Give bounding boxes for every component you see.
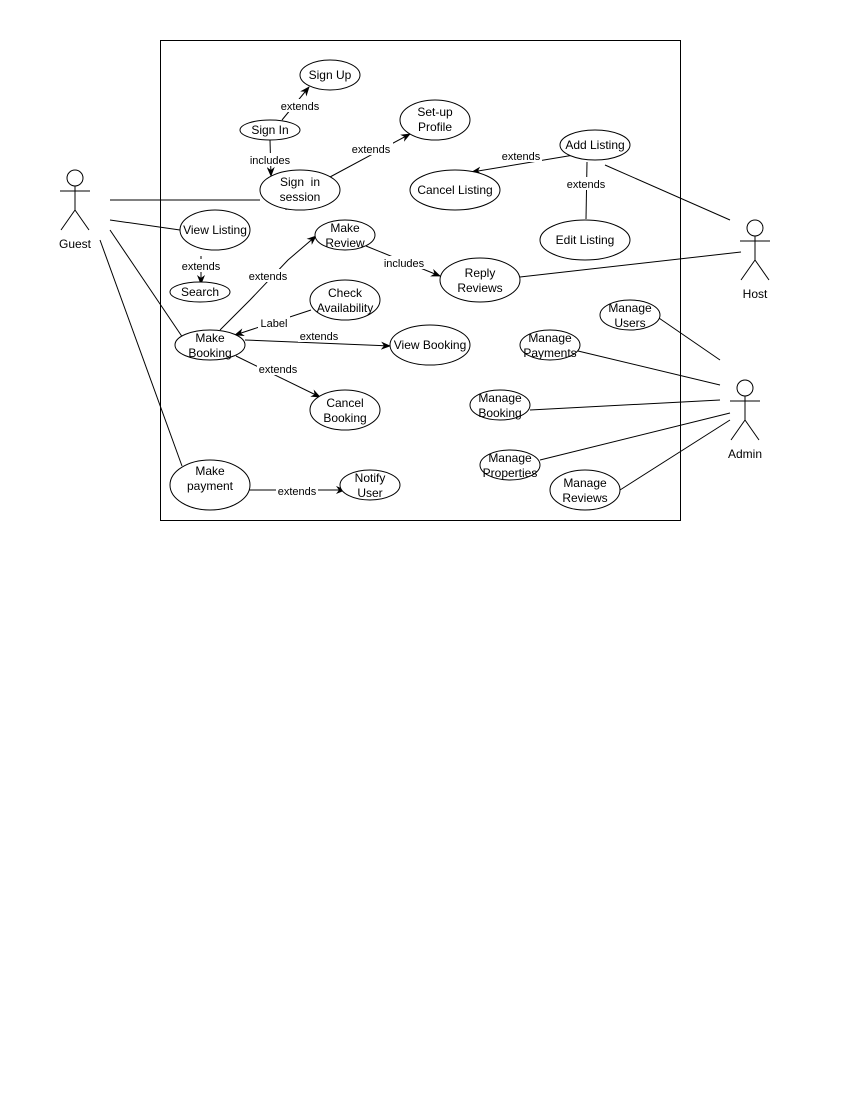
assoc-admin-manage-reviews bbox=[619, 419, 731, 491]
use-case-edit-listing: Edit Listing bbox=[539, 219, 631, 261]
use-case-manage-payments-line1: Manage bbox=[528, 331, 572, 345]
use-case-manage-users: Manage Users bbox=[599, 299, 661, 331]
use-case-setup-profile-line1: Set-up bbox=[417, 105, 453, 119]
use-case-notify-user: Notify User bbox=[339, 469, 401, 501]
assoc-guest-make-booking bbox=[109, 229, 184, 339]
use-cases: Sign Up Sign In Sign in session Set-up P… bbox=[169, 59, 661, 511]
use-case-sign-up: Sign Up bbox=[299, 59, 361, 91]
use-case-reply-reviews-line2: Reviews bbox=[457, 281, 502, 295]
use-case-make-payment: Make payment bbox=[169, 459, 251, 511]
use-case-manage-reviews: Manage Reviews bbox=[549, 469, 621, 511]
assoc-host-add-listing bbox=[604, 164, 731, 221]
use-case-view-listing: View Listing bbox=[179, 209, 251, 251]
actor-host-label: Host bbox=[743, 287, 768, 301]
label-add-edit-listing: extends bbox=[567, 179, 606, 191]
use-case-cancel-booking: Cancel Booking bbox=[309, 389, 381, 431]
rel-session-profile bbox=[329, 133, 411, 178]
use-case-make-payment-line2: payment bbox=[187, 479, 234, 493]
use-case-manage-properties-line2: Properties bbox=[483, 466, 538, 480]
use-case-view-booking: View Booking bbox=[389, 324, 471, 366]
use-case-manage-properties-line1: Manage bbox=[488, 451, 532, 465]
use-case-sign-in-label: Sign In bbox=[251, 123, 288, 137]
use-case-view-booking-label: View Booking bbox=[394, 338, 467, 352]
use-case-add-listing-label: Add Listing bbox=[565, 138, 624, 152]
use-case-manage-properties: Manage Properties bbox=[479, 449, 541, 481]
rel-booking-cancel bbox=[235, 355, 321, 398]
relationships bbox=[197, 86, 588, 494]
use-case-make-booking: Make Booking bbox=[174, 329, 246, 361]
actor-guest: Guest bbox=[59, 169, 92, 251]
use-case-make-review: Make Review bbox=[314, 219, 376, 251]
use-case-sign-in-session: Sign in session bbox=[259, 169, 341, 211]
rel-booking-review bbox=[219, 235, 317, 331]
use-case-manage-booking-line1: Manage bbox=[478, 391, 522, 405]
label-add-cancel-listing: extends bbox=[502, 151, 541, 163]
use-case-reply-reviews: Reply Reviews bbox=[439, 257, 521, 303]
use-case-edit-listing-label: Edit Listing bbox=[556, 233, 615, 247]
use-case-manage-reviews-line1: Manage bbox=[563, 476, 607, 490]
use-case-view-listing-label: View Listing bbox=[183, 223, 247, 237]
relationship-labels: extends includes extends extends extends… bbox=[180, 99, 607, 498]
use-case-check-availability: Check Availability bbox=[309, 279, 381, 321]
use-case-sign-in-session-line1: Sign in bbox=[280, 175, 320, 189]
use-case-search: Search bbox=[169, 281, 231, 303]
assoc-admin-manage-payments bbox=[577, 350, 721, 386]
use-case-make-booking-line2: Booking bbox=[188, 346, 231, 360]
label-booking-review: extends bbox=[249, 271, 288, 283]
use-case-check-availability-line2: Availability bbox=[317, 301, 373, 315]
use-case-cancel-listing: Cancel Listing bbox=[409, 169, 501, 211]
assoc-host-reply-reviews bbox=[519, 251, 742, 278]
use-case-manage-payments: Manage Payments bbox=[519, 329, 581, 361]
rel-booking-view bbox=[244, 339, 391, 350]
use-case-sign-in-session-line2: session bbox=[280, 190, 321, 204]
use-case-cancel-booking-line1: Cancel bbox=[326, 396, 363, 410]
actor-admin: Admin bbox=[728, 379, 762, 461]
assoc-admin-manage-booking bbox=[529, 399, 721, 411]
rel-add-cancel-listing bbox=[471, 154, 575, 175]
label-session-profile: extends bbox=[352, 144, 391, 156]
use-case-make-booking-line1: Make bbox=[195, 331, 225, 345]
actor-guest-label: Guest bbox=[59, 237, 92, 251]
use-case-add-listing: Add Listing bbox=[559, 129, 631, 161]
use-case-manage-reviews-line2: Reviews bbox=[562, 491, 607, 505]
assoc-guest-view-listing bbox=[109, 219, 181, 231]
label-view-search: extends bbox=[182, 261, 221, 273]
use-case-manage-users-line2: Users bbox=[614, 316, 645, 330]
use-case-search-label: Search bbox=[181, 285, 219, 299]
associations bbox=[99, 164, 742, 491]
label-availability-booking: Label bbox=[261, 318, 288, 330]
label-review-reply: includes bbox=[384, 258, 425, 270]
use-case-setup-profile: Set-up Profile bbox=[399, 99, 471, 141]
actor-host: Host bbox=[740, 219, 770, 301]
use-case-manage-booking-line2: Booking bbox=[478, 406, 521, 420]
use-case-manage-payments-line2: Payments bbox=[523, 346, 576, 360]
use-case-setup-profile-line2: Profile bbox=[418, 120, 452, 134]
use-case-notify-user-line1: Notify bbox=[355, 471, 386, 485]
label-signin-signup: extends bbox=[281, 101, 320, 113]
assoc-guest-make-payment bbox=[99, 239, 183, 467]
system-boundary bbox=[160, 40, 681, 521]
use-case-cancel-listing-label: Cancel Listing bbox=[417, 183, 492, 197]
use-case-sign-in: Sign In bbox=[239, 119, 301, 141]
use-case-make-review-line2: Review bbox=[325, 236, 365, 250]
actor-admin-label: Admin bbox=[728, 447, 762, 461]
use-case-check-availability-line1: Check bbox=[328, 286, 363, 300]
use-case-manage-users-line1: Manage bbox=[608, 301, 652, 315]
label-booking-cancel: extends bbox=[259, 364, 298, 376]
assoc-admin-manage-properties bbox=[539, 412, 731, 461]
rel-add-edit-listing bbox=[585, 161, 588, 220]
use-case-notify-user-line2: User bbox=[357, 486, 382, 500]
assoc-admin-manage-users bbox=[655, 315, 721, 361]
label-payment-notify: extends bbox=[278, 486, 317, 498]
label-signin-session: includes bbox=[250, 155, 291, 167]
use-case-make-review-line1: Make bbox=[330, 221, 360, 235]
use-case-manage-booking: Manage Booking bbox=[469, 389, 531, 421]
use-case-reply-reviews-line1: Reply bbox=[465, 266, 496, 280]
use-case-sign-up-label: Sign Up bbox=[309, 68, 352, 82]
use-case-make-payment-line1: Make bbox=[195, 464, 225, 478]
label-booking-view: extends bbox=[300, 331, 339, 343]
use-case-cancel-booking-line2: Booking bbox=[323, 411, 366, 425]
